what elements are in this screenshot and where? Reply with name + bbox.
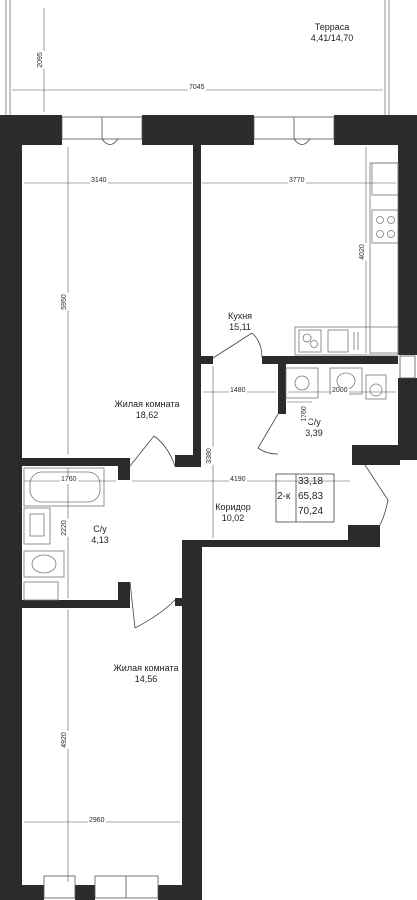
room-area: 4,13 xyxy=(91,535,109,545)
room-label-corridor: Коридор 10,02 xyxy=(206,502,260,524)
room-area: 3,39 xyxy=(305,428,323,438)
room-label-terrace: Терраса 4,41/14,70 xyxy=(300,22,364,44)
room-label-kitchen: Кухня 15,11 xyxy=(218,311,262,333)
dim-terrace-width: 7045 xyxy=(188,84,206,92)
apartment-type: 2-к xyxy=(277,491,291,502)
dim-living2-width: 2960 xyxy=(88,817,106,825)
room-name: Жилая комната xyxy=(114,399,180,409)
room-name: Терраса xyxy=(314,22,350,32)
dim-corridor-width: 4190 xyxy=(229,476,247,484)
room-name: Жилая комната xyxy=(113,663,179,673)
room-label-bath-2: С/у 4,13 xyxy=(84,524,116,546)
dim-corridor-upper: 1480 xyxy=(229,387,247,395)
total-area-with-terrace: 70,24 xyxy=(298,506,324,517)
room-area: 4,41/14,70 xyxy=(310,33,354,43)
room-area: 15,11 xyxy=(229,322,251,332)
dim-living1-width: 3140 xyxy=(90,177,108,185)
total-area: 65,83 xyxy=(298,491,324,502)
summary-box xyxy=(275,473,335,523)
room-area: 10,02 xyxy=(221,513,245,523)
room-label-living-2: Жилая комната 14,56 xyxy=(104,663,188,685)
room-area: 14,56 xyxy=(134,674,158,684)
dim-bath2-width: 1760 xyxy=(60,476,78,484)
room-name: Кухня xyxy=(227,311,253,321)
room-label-bath-1: С/у 3,39 xyxy=(298,417,330,439)
bath1-fixtures xyxy=(285,367,387,400)
living-area: 33,18 xyxy=(298,476,324,487)
terrace-outline xyxy=(5,0,390,115)
dim-living1-length: 5950 xyxy=(60,293,69,311)
kitchen-fixtures xyxy=(294,162,399,356)
dim-bath1-depth: 1760 xyxy=(300,405,309,423)
room-area: 18,62 xyxy=(135,410,159,420)
room-label-living-1: Жилая комната 18,62 xyxy=(105,399,189,421)
dim-bath2-depth: 2220 xyxy=(60,519,69,537)
room-name: Коридор xyxy=(215,502,251,512)
apartment-summary: 2-к 33,18 65,83 70,24 xyxy=(276,474,334,522)
room-name: С/у xyxy=(93,524,107,534)
dim-living2-length: 4920 xyxy=(60,731,69,749)
dim-corridor-length: 3380 xyxy=(205,447,214,465)
walls xyxy=(0,115,417,900)
room-name: С/у xyxy=(307,417,321,427)
dim-terrace-depth: 2095 xyxy=(36,51,45,69)
door-swings xyxy=(101,138,389,629)
dim-kitchen-width: 3770 xyxy=(288,177,306,185)
bath2-fixtures xyxy=(23,467,105,601)
dim-bath1-width: 2000 xyxy=(331,387,349,395)
dim-kitchen-length: 4020 xyxy=(358,243,367,261)
